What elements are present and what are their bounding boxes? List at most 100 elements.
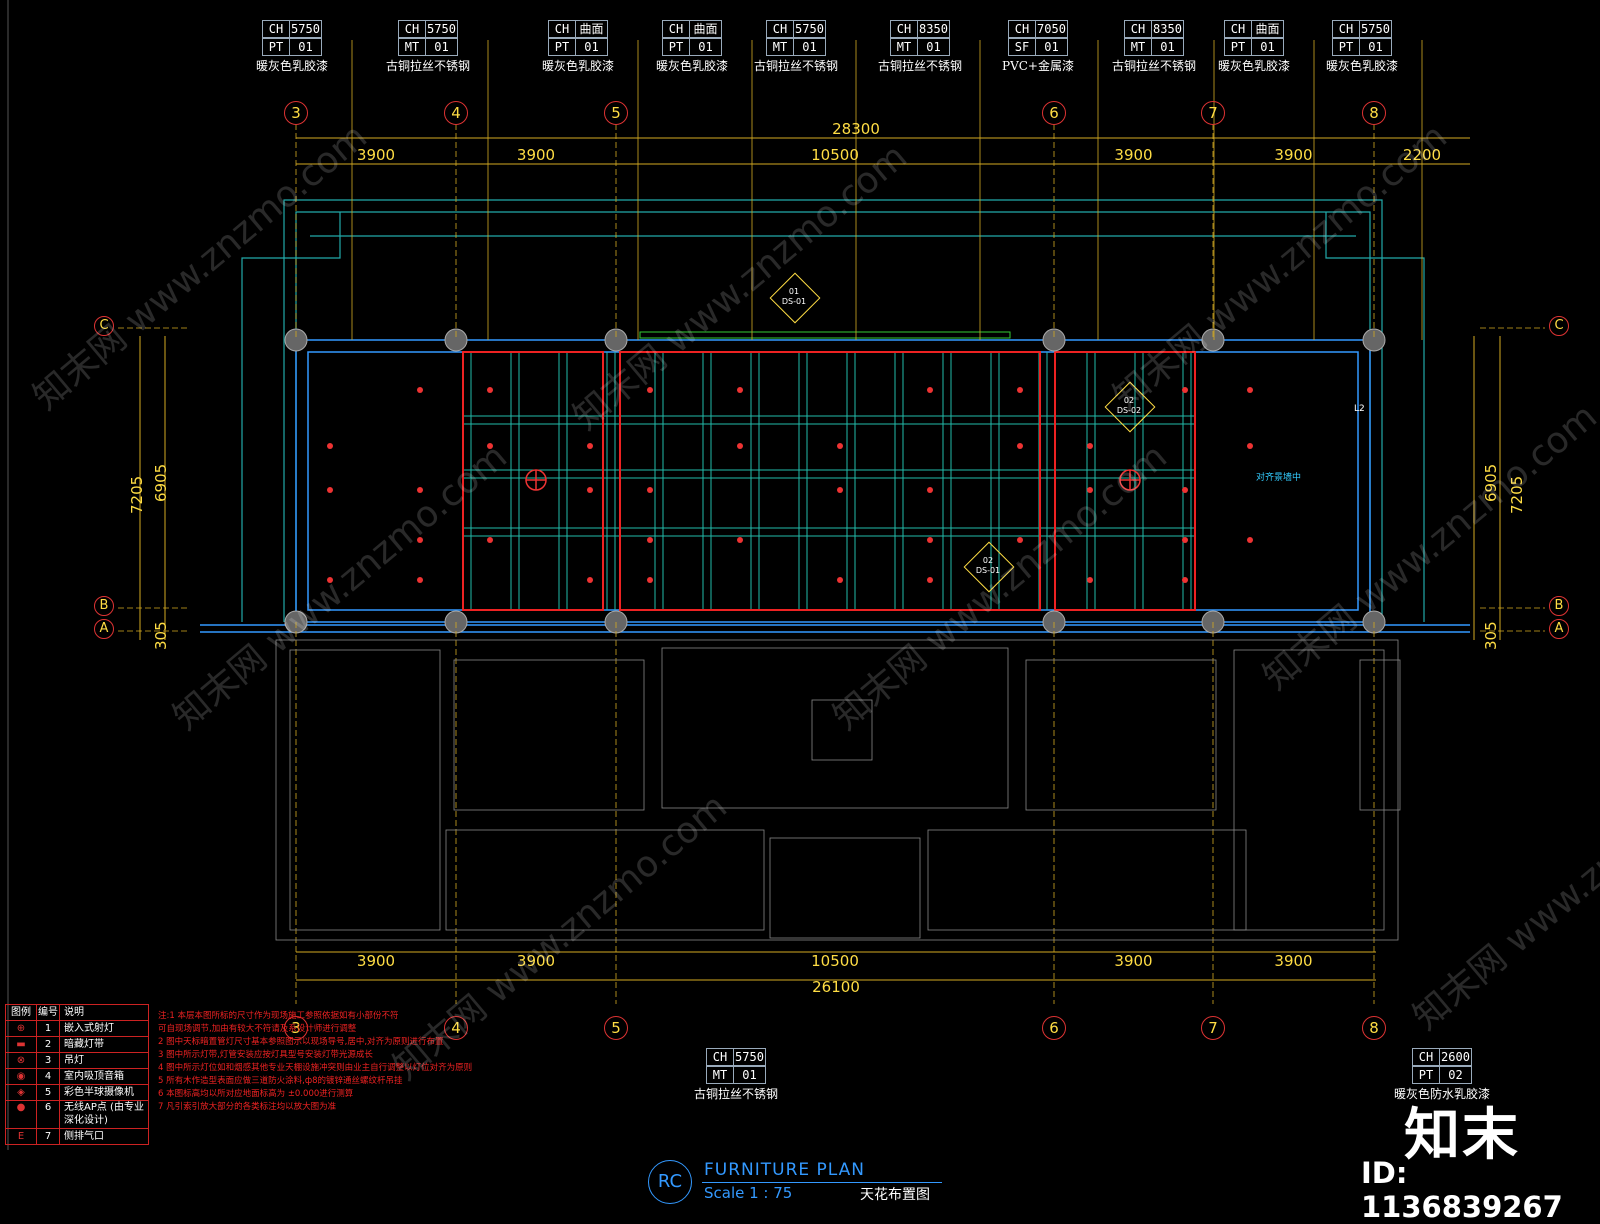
- top-dim-segment: 3900: [1114, 146, 1153, 164]
- note-line: 注:1 本层本图所标的尺寸作为现场施工参照依据如有小部份不符: [158, 1011, 399, 1021]
- material-name: 古铜拉丝不锈钢: [753, 59, 838, 73]
- bottom-dim-segment: 3900: [516, 952, 556, 970]
- spotlight-mark: [1087, 487, 1093, 493]
- grid-bubble-A: A: [1549, 619, 1569, 639]
- spotlight-mark: [327, 443, 333, 449]
- top-dim-segment: 3900: [1274, 146, 1313, 164]
- plan-chinese-title: 天花布置图: [860, 1187, 930, 1203]
- pendant-lamps: [525, 469, 1141, 491]
- legend-symbol-icon: ⊕: [6, 1021, 37, 1036]
- column-circle: [444, 328, 468, 352]
- grid-bubble-7: 7: [1201, 1016, 1225, 1040]
- title-rule: [702, 1182, 942, 1183]
- top-overall-dim: 28300: [832, 120, 880, 138]
- grid-bubble-5: 5: [604, 101, 628, 125]
- spotlight-mark: [487, 443, 493, 449]
- legend-row: ▬ 2 暗藏灯带: [6, 1037, 148, 1053]
- material-name: 暖灰色乳胶漆: [1217, 59, 1290, 73]
- top-dim-segment: 3900: [516, 146, 556, 164]
- left-small-dim: 305: [152, 621, 170, 650]
- legend-row: ● 6 无线AP点 (由专业深化设计): [6, 1101, 148, 1129]
- grid-bubble-8: 8: [1362, 101, 1386, 125]
- spotlight-mark: [417, 387, 423, 393]
- light-tag-label: L2: [1354, 404, 1365, 414]
- light-strip-outline: [462, 351, 1196, 611]
- material-name: 暖灰色乳胶漆: [655, 59, 728, 73]
- grid-bubble-B: B: [94, 596, 114, 616]
- spotlight-mark: [417, 537, 423, 543]
- plan-scale: Scale 1 : 75: [704, 1184, 793, 1202]
- left-outer-dim: 7205: [128, 475, 146, 514]
- spotlight-mark: [927, 387, 933, 393]
- legend-header: 图例 编号 说明: [6, 1005, 148, 1021]
- column-circle: [284, 328, 308, 352]
- spotlight-mark: [647, 537, 653, 543]
- column-circle: [1042, 328, 1066, 352]
- lower-floor-plan: [275, 639, 1401, 941]
- drawing-notes: 注:1 本层本图所标的尺寸作为现场施工参照依据如有小部份不符 可自现场调节,加由…: [158, 1010, 588, 1114]
- spotlight-mark: [1017, 537, 1023, 543]
- bottom-segment-overall: 26100: [812, 978, 860, 996]
- material-name: 古铜拉丝不锈钢: [1111, 59, 1196, 73]
- top-dim-segment: 3900: [356, 146, 396, 164]
- legend-row: ⊗ 3 吊灯: [6, 1053, 148, 1069]
- spotlight-mark: [1247, 387, 1253, 393]
- structural-columns: [284, 328, 1386, 634]
- align-center-note: 对齐景墙中: [1256, 473, 1302, 483]
- spotlight-mark: [1247, 443, 1253, 449]
- spotlight-mark: [647, 577, 653, 583]
- top-dim-segment: 10500: [811, 146, 859, 164]
- spotlight-mark: [587, 577, 593, 583]
- note-line: 3 图中所示灯带,灯管安装应按灯具型号安装灯带光源成长: [158, 1050, 373, 1060]
- gridlines: [118, 124, 1545, 1004]
- image-id: ID: 1136839267: [1361, 1156, 1563, 1224]
- material-name: 暖灰色乳胶漆: [255, 59, 328, 73]
- column-circle: [1362, 328, 1386, 352]
- spotlight-mark: [1247, 537, 1253, 543]
- material-name: 暖灰色乳胶漆: [541, 59, 614, 73]
- legend-row: ⊕ 1 嵌入式射灯: [6, 1021, 148, 1037]
- plan-title: FURNITURE PLAN: [704, 1160, 866, 1180]
- legend-symbol-icon: ◈: [6, 1085, 37, 1100]
- spotlight-mark: [1182, 577, 1188, 583]
- spotlight-mark: [417, 487, 423, 493]
- legend-row: ◉ 4 室内吸顶音箱: [6, 1069, 148, 1085]
- bottom-dim-segment: 3900: [1114, 952, 1153, 970]
- spotlight-mark: [327, 487, 333, 493]
- leader-lines: [351, 40, 1423, 340]
- grid-bubble-8: 8: [1362, 1016, 1386, 1040]
- grid-bubble-4: 4: [444, 1016, 468, 1040]
- grid-bubble-B: B: [1549, 596, 1569, 616]
- legend-symbol-icon: ●: [6, 1101, 37, 1128]
- material-name: PVC+金属漆: [1002, 59, 1074, 73]
- spotlight-mark: [1182, 537, 1188, 543]
- spotlight-mark: [487, 537, 493, 543]
- bottom-dim-segment: 10500: [811, 952, 859, 970]
- spotlight-mark: [927, 537, 933, 543]
- wall-lines: [200, 339, 1470, 633]
- spotlight-mark: [1087, 443, 1093, 449]
- building-outline: [241, 199, 1425, 622]
- note-line: 6 本图标高均以所对应地面标高为 ±0.000进行测算: [158, 1089, 354, 1099]
- spotlight-mark: [837, 577, 843, 583]
- grid-bubble-5: 5: [604, 1016, 628, 1040]
- legend-table: 图例 编号 说明 ⊕ 1 嵌入式射灯▬ 2 暗藏灯带⊗ 3 吊灯◉ 4 室内吸顶…: [5, 1004, 149, 1145]
- note-line: 2 图中天标暗置管灯尺寸基本参照图示以现场导号,居中,对齐为原则进行布置: [158, 1037, 444, 1047]
- note-line: 4 图中所示灯位如和烟感其他专业天棚设施冲突则由业主自行调整以灯位对齐为原则: [158, 1063, 473, 1073]
- right-outer-dim: 7205: [1508, 475, 1526, 514]
- spotlight-mark: [487, 387, 493, 393]
- grid-bubble-4: 4: [444, 101, 468, 125]
- drawing-code: RC: [648, 1160, 692, 1204]
- spotlight-mark: [587, 487, 593, 493]
- right-inner-dim: 6905: [1482, 463, 1500, 502]
